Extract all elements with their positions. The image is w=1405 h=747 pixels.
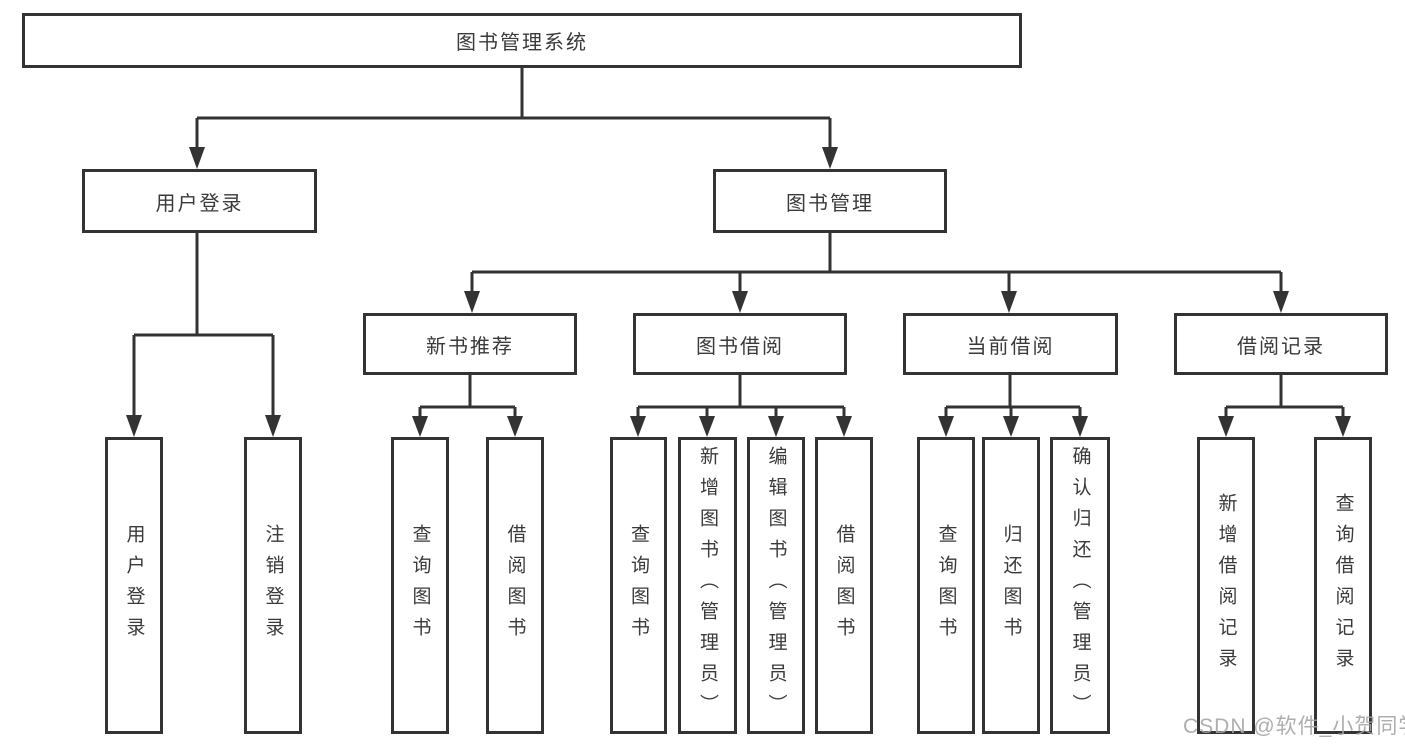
node-query-books-current: 查询图书 — [917, 437, 975, 734]
arrowhead — [1273, 291, 1289, 313]
node-current-borrowing: 当前借阅 — [903, 313, 1118, 375]
node-query-borrow-record: 查询借阅记录 — [1314, 437, 1372, 734]
node-book-management: 图书管理 — [713, 169, 947, 233]
arrowhead — [1335, 416, 1351, 437]
node-borrow-books-borrowing: 借阅图书 — [815, 437, 873, 734]
node-add-books-admin: 新增图书（管理员） — [678, 437, 737, 734]
arrowhead — [822, 147, 838, 169]
node-library-management-system: 图书管理系统 — [22, 13, 1022, 68]
connector-new-book-recommend — [412, 375, 523, 437]
node-confirm-return-admin: 确认归还（管理员） — [1050, 437, 1110, 734]
arrowhead — [126, 415, 142, 437]
node-user-login: 用户登录 — [82, 169, 317, 233]
node-add-borrow-record: 新增借阅记录 — [1197, 437, 1255, 734]
arrowhead — [189, 147, 205, 169]
arrowhead — [630, 416, 646, 437]
connector-book-borrowing — [630, 375, 852, 437]
connector-root — [189, 68, 838, 169]
arrowhead — [1001, 291, 1017, 313]
arrowhead — [699, 416, 715, 437]
arrowhead — [265, 415, 281, 437]
arrowhead — [1218, 416, 1234, 437]
watermark: CSDN @软件_小贺同学 — [1183, 715, 1405, 738]
node-book-borrowing: 图书借阅 — [633, 313, 847, 375]
node-logout: 注销登录 — [244, 437, 302, 734]
node-new-book-recommend: 新书推荐 — [363, 313, 577, 375]
node-query-books-recommend: 查询图书 — [391, 437, 449, 734]
connector-borrowing-records — [1218, 375, 1351, 437]
arrowhead — [836, 416, 852, 437]
node-query-books-borrowing: 查询图书 — [610, 437, 667, 734]
node-borrow-books-recommend: 借阅图书 — [486, 437, 544, 734]
arrowhead — [464, 291, 480, 313]
arrowhead — [768, 416, 784, 437]
arrowhead — [938, 416, 954, 437]
arrowhead — [412, 416, 428, 437]
connector-current-borrowing — [938, 375, 1088, 437]
node-edit-books-admin: 编辑图书（管理员） — [747, 437, 805, 734]
connector-book-management — [464, 233, 1289, 313]
node-return-books: 归还图书 — [982, 437, 1040, 734]
arrowhead — [1072, 416, 1088, 437]
arrowhead — [732, 291, 748, 313]
node-borrowing-records: 借阅记录 — [1174, 313, 1388, 375]
arrowhead — [507, 416, 523, 437]
arrowhead — [1003, 416, 1019, 437]
node-user-login-leaf: 用户登录 — [105, 437, 163, 734]
connector-user-login — [126, 233, 281, 437]
